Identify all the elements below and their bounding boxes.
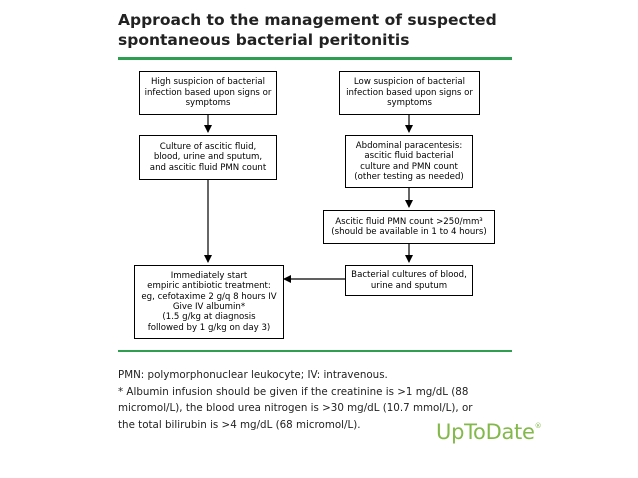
box-pmn-count: Ascitic fluid PMN count >250/mm³ (should… — [323, 210, 495, 244]
title-line-1: Approach to the management of suspected — [118, 11, 497, 29]
page-title: Approach to the management of suspected … — [118, 10, 518, 50]
box-bacterial-cultures: Bacterial cultures of blood, urine and s… — [345, 265, 473, 296]
bottom-divider — [118, 350, 512, 352]
footnote-albumin-3: the total bilirubin is >4 mg/dL (68 micr… — [118, 418, 361, 431]
box-low-suspicion: Low suspicion of bacterial infection bas… — [339, 71, 480, 115]
box-culture: Culture of ascitic fluid, blood, urine a… — [139, 135, 277, 180]
uptodate-logo: UpToDate® — [436, 420, 542, 444]
footnotes: PMN: polymorphonuclear leukocyte; IV: in… — [118, 367, 518, 433]
box-paracentesis: Abdominal paracentesis: ascitic fluid ba… — [345, 135, 473, 188]
footnote-albumin-1: * Albumin infusion should be given if th… — [118, 385, 469, 398]
footnote-albumin-2: micromol/L), the blood urea nitrogen is … — [118, 402, 473, 414]
title-line-2: spontaneous bacterial peritonitis — [118, 31, 410, 49]
box-treatment: Immediately start empiric antibiotic tre… — [134, 265, 284, 339]
top-divider — [118, 57, 512, 60]
box-high-suspicion: High suspicion of bacterial infection ba… — [139, 71, 277, 115]
footnote-abbreviations: PMN: polymorphonuclear leukocyte; IV: in… — [118, 369, 388, 381]
